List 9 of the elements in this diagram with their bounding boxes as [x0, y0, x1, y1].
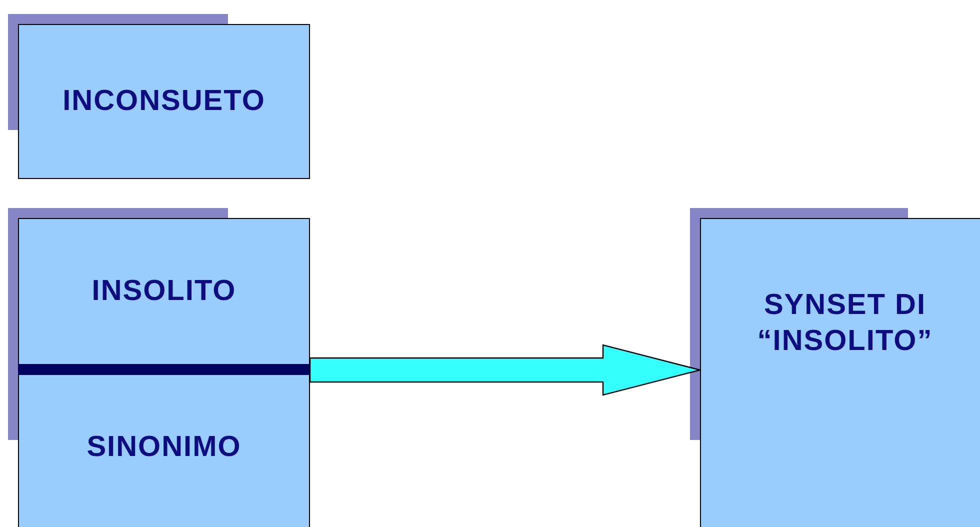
box-label: SINONIMO — [86, 430, 242, 465]
word-box — [18, 374, 310, 527]
box-label: INSOLITO — [92, 274, 236, 310]
box-label: INCONSUETO — [62, 84, 266, 120]
word-box — [18, 24, 310, 179]
word-box — [18, 218, 310, 365]
box-label: SYNSET DI “INSOLITO” — [756, 288, 934, 359]
block-arrow — [309, 344, 701, 396]
synset-box — [700, 218, 980, 527]
